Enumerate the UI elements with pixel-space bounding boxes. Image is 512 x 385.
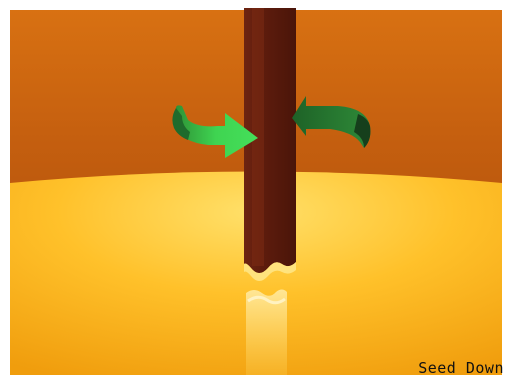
rod-reflection <box>246 290 287 376</box>
seed-rod <box>244 8 296 281</box>
caption-label: Seed Down <box>418 359 504 377</box>
